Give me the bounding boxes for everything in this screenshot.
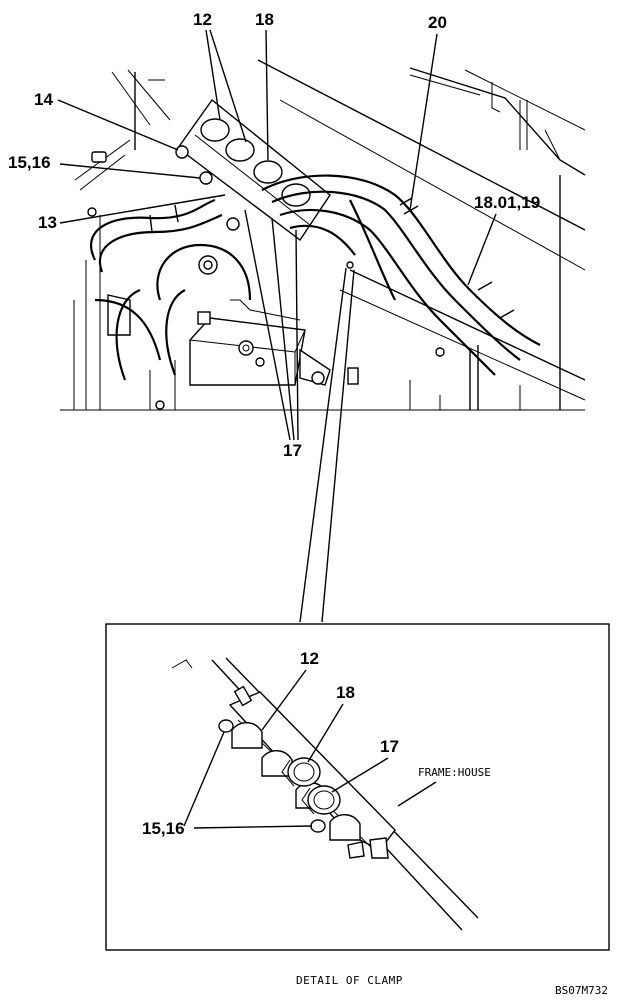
leader-13: [59, 194, 226, 224]
callout-15-16-top: 15,16: [8, 153, 51, 172]
leader-18-detail: [307, 703, 344, 763]
callout-20: 20: [428, 13, 447, 32]
detail-pointer: [299, 261, 355, 623]
detail-mark: [171, 659, 193, 669]
leader-18-top: [265, 29, 269, 161]
leader-12a: [205, 29, 221, 121]
callout-15-16-detail: 15,16: [142, 819, 185, 838]
callout-17-top: 17: [283, 441, 302, 460]
detail-frame: [105, 623, 610, 951]
detail-clamp: [218, 685, 396, 859]
hose-18-end: [287, 757, 321, 787]
callout-18-top: 18: [255, 10, 274, 29]
detail-callouts: 12 18 17 FRAME:HOUSE 15,16: [142, 649, 491, 838]
hose-17-end: [307, 785, 341, 815]
top-callouts: 12 18 20 14 15,16 13 18.01,19 17: [8, 10, 540, 460]
leader-17b: [271, 217, 295, 441]
leader-17-detail: [331, 757, 389, 793]
leader-12b: [209, 29, 247, 143]
frame-structure: [60, 59, 586, 411]
frame-house-label: FRAME:HOUSE: [418, 766, 491, 779]
leader-18-01-19: [467, 213, 497, 286]
callout-18-01-19: 18.01,19: [474, 193, 540, 212]
callout-12-top: 12: [193, 10, 212, 29]
bolt-15-16-lower: [310, 819, 326, 833]
callout-17-detail: 17: [380, 737, 399, 756]
detail-caption: DETAIL OF CLAMP: [296, 974, 403, 987]
leader-17c: [295, 229, 299, 441]
callout-13: 13: [38, 213, 57, 232]
leader-15-16-upper: [183, 731, 225, 827]
callout-14: 14: [34, 90, 53, 109]
leader-15-16-top: [59, 163, 201, 179]
callout-12-detail: 12: [300, 649, 319, 668]
bolt-15-16-upper: [218, 719, 234, 733]
clamp-bar: [175, 98, 331, 242]
top-assembly-view: 12 18 20 14 15,16 13 18.01,19 17: [8, 10, 586, 623]
hoses: [89, 174, 541, 381]
leader-17a: [244, 209, 291, 441]
leader-14: [57, 99, 179, 151]
leader-frame-house: [397, 781, 437, 807]
detail-of-clamp-box: 12 18 17 FRAME:HOUSE 15,16: [105, 623, 610, 951]
leader-20: [409, 33, 438, 211]
callout-18-detail: 18: [336, 683, 355, 702]
leader-15-16-lower: [193, 825, 313, 829]
figure-code: BS07M732: [555, 984, 608, 997]
leader-12-detail: [261, 669, 307, 731]
